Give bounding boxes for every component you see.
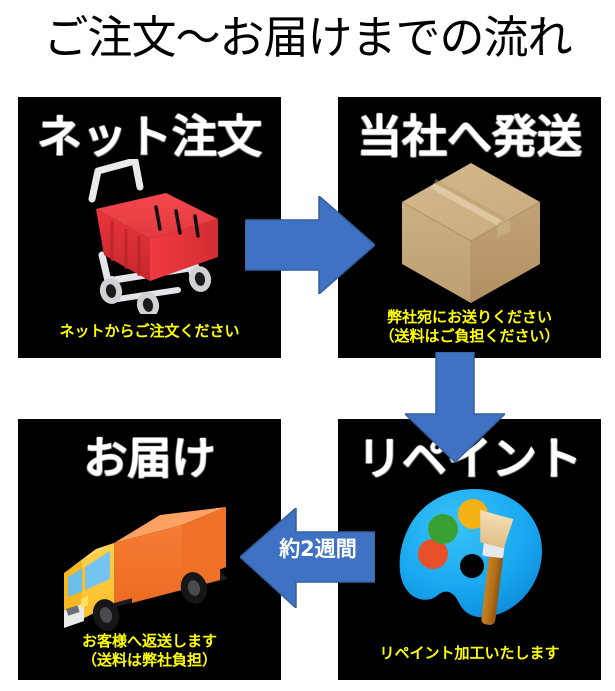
- arrow-left-icon: [238, 506, 376, 610]
- arrow-down-icon: [403, 351, 507, 464]
- page-title: ご注文～お届けまでの流れ: [43, 11, 572, 64]
- step-panel-ship: 当社へ発送: [338, 97, 601, 358]
- step-heading-deliver: お届け: [83, 433, 216, 484]
- step-caption-repaint-line1: リペイント加工いたします: [379, 644, 560, 662]
- step-caption-repaint: リペイント加工いたします: [338, 644, 601, 663]
- step-heading-order: ネット注文: [36, 110, 262, 163]
- paint-palette-icon: [392, 481, 552, 631]
- step-caption-deliver-line1: お客様へ返送します: [81, 632, 217, 650]
- step-caption-order-line1: ネットからご注文ください: [59, 322, 240, 340]
- step-caption-deliver-line2: （送料は弊社負担）: [81, 651, 217, 669]
- step-caption-ship: 弊社宛にお送りください （送料はご負担ください）: [338, 308, 601, 346]
- cardboard-box-icon: [396, 159, 546, 307]
- step-panel-deliver: お届け: [18, 419, 281, 680]
- delivery-truck-icon: [54, 487, 249, 642]
- step-caption-deliver: お客様へ返送します （送料は弊社負担）: [18, 632, 281, 670]
- step-heading-ship: 当社へ発送: [356, 110, 582, 163]
- step-caption-order: ネットからご注文ください: [18, 322, 281, 341]
- arrow-label-lead-time: 約2週間: [279, 537, 357, 561]
- shopping-cart-icon: [78, 157, 223, 318]
- step-caption-ship-line1: 弊社宛にお送りください: [386, 308, 552, 326]
- step-caption-ship-line2: （送料はご負担ください）: [379, 327, 560, 345]
- step-panel-order: ネット注文: [18, 97, 281, 358]
- arrow-right-icon: [244, 194, 377, 296]
